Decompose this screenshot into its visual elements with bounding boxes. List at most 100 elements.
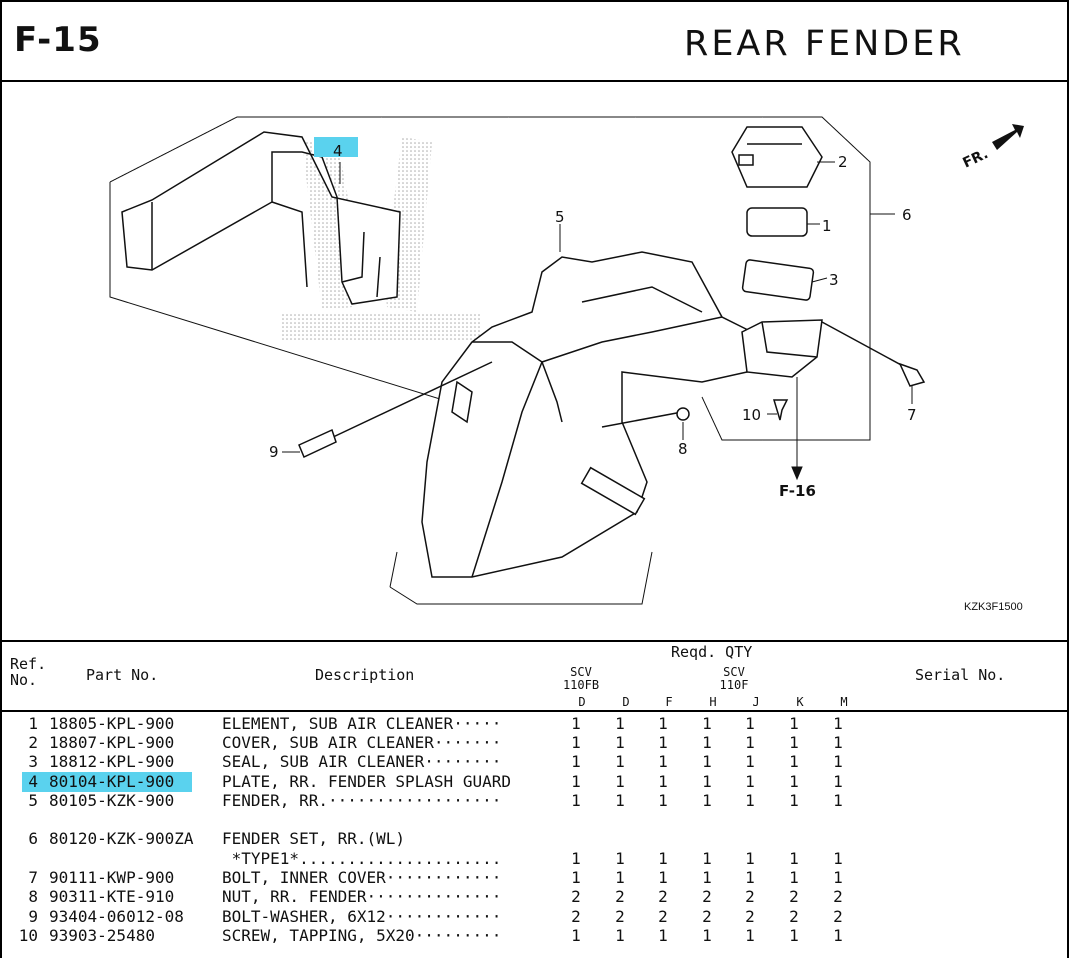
- qty-cell: 1: [789, 714, 799, 733]
- qty-cell: 2: [789, 907, 799, 926]
- callout-10: 10: [742, 406, 761, 424]
- qty-cell: 1: [571, 849, 581, 868]
- qty-cell: 1: [658, 733, 668, 752]
- header-col-h: H: [709, 695, 717, 709]
- part-no: 90311-KTE-910: [49, 887, 175, 906]
- callout-5: 5: [555, 208, 565, 226]
- qty-cell: 1: [789, 733, 799, 752]
- ref-no: 1: [28, 714, 38, 733]
- ref-no: 4: [28, 772, 38, 791]
- header-description: Description: [315, 666, 415, 684]
- table-row: 3 18812-KPL-900 SEAL, SUB AIR CLEANER·····…: [2, 752, 1067, 772]
- assembly-frame: [109, 116, 871, 441]
- description: BOLT-WASHER, 6X12············: [222, 907, 502, 926]
- description: SEAL, SUB AIR CLEANER········: [222, 752, 502, 771]
- qty-cell: 1: [789, 752, 799, 771]
- qty-cell: 1: [571, 733, 581, 752]
- qty-cell: 1: [658, 772, 668, 791]
- parts-table-header: Ref. No. Part No. Description Reqd. QTY …: [2, 642, 1067, 712]
- header-col-j: J: [752, 695, 760, 709]
- qty-cell: 1: [833, 849, 843, 868]
- description: FENDER, RR.··················: [222, 791, 502, 810]
- ref-no: 3: [28, 752, 38, 771]
- callout-4: 4: [333, 142, 343, 160]
- qty-cell: 2: [658, 907, 668, 926]
- description: COVER, SUB AIR CLEANER·······: [222, 733, 502, 752]
- qty-cell: 2: [702, 907, 712, 926]
- qty-cell: 2: [833, 907, 843, 926]
- qty-cell: 1: [615, 849, 625, 868]
- diagram-drawing: 4 5 2 1 3 6 7 10 9 8 F-16 FR. KZK3F1500: [109, 116, 1024, 613]
- qty-cell: 1: [702, 926, 712, 945]
- callout-7: 7: [907, 406, 917, 424]
- section-code: F-15: [14, 20, 102, 60]
- exploded-diagram: 4 5 2 1 3 6 7 10 9 8 F-16 FR. KZK3F1500: [2, 82, 1067, 642]
- page-reference-label: F-16: [779, 482, 816, 500]
- qty-cell: 1: [833, 714, 843, 733]
- qty-cell: 1: [789, 926, 799, 945]
- splash-guard-plate: [121, 131, 401, 305]
- qty-cell: 1: [615, 714, 625, 733]
- qty-cell: 1: [833, 772, 843, 791]
- qty-cell: 2: [615, 907, 625, 926]
- ref-no: 2: [28, 733, 38, 752]
- qty-cell: 1: [658, 752, 668, 771]
- qty-cell: 1: [702, 733, 712, 752]
- part-no: 18812-KPL-900: [49, 752, 175, 771]
- part-no: 90111-KWP-900: [49, 868, 175, 887]
- qty-cell: 1: [702, 772, 712, 791]
- callout-2: 2: [838, 153, 848, 171]
- qty-cell: 1: [658, 926, 668, 945]
- rear-fender: [421, 251, 753, 578]
- qty-cell: 1: [833, 926, 843, 945]
- qty-cell: 1: [833, 868, 843, 887]
- front-direction-arrow: [992, 124, 1024, 150]
- qty-cell: 1: [615, 752, 625, 771]
- qty-cell: 2: [571, 907, 581, 926]
- qty-cell: 1: [615, 926, 625, 945]
- qty-cell: 1: [658, 868, 668, 887]
- table-row: 1 18805-KPL-900 ELEMENT, SUB AIR CLEANER··…: [2, 714, 1067, 734]
- header-col-d2: D: [622, 695, 630, 709]
- qty-cell: 2: [615, 887, 625, 906]
- page-title: REAR FENDER: [684, 24, 965, 64]
- qty-cell: 1: [571, 926, 581, 945]
- qty-cell: 1: [571, 752, 581, 771]
- sub-air-cleaner-element: [746, 207, 808, 237]
- ref-no: 5: [28, 791, 38, 810]
- qty-cell: 1: [702, 849, 712, 868]
- callout-4-highlight: [314, 137, 358, 157]
- description: ELEMENT, SUB AIR CLEANER·····: [222, 714, 502, 733]
- qty-cell: 2: [833, 887, 843, 906]
- header-group-scv110f: SCV 110F: [719, 665, 749, 692]
- qty-cell: 2: [658, 887, 668, 906]
- description: PLATE, RR. FENDER SPLASH GUARD: [222, 772, 511, 791]
- part-no: 18805-KPL-900: [49, 714, 175, 733]
- callout-6: 6: [902, 206, 912, 224]
- qty-cell: 1: [571, 772, 581, 791]
- rear-fender-nut: [601, 407, 690, 428]
- callout-3: 3: [829, 271, 839, 289]
- ref-no: 6: [28, 829, 38, 848]
- callout-8: 8: [678, 440, 688, 458]
- header-col-m: M: [840, 695, 848, 709]
- bolt-inner-cover: [821, 321, 926, 387]
- qty-cell: 1: [745, 752, 755, 771]
- header-part-no: Part No.: [86, 666, 159, 684]
- sub-air-cleaner-housing: [741, 319, 823, 378]
- qty-cell: 2: [789, 887, 799, 906]
- description: SCREW, TAPPING, 5X20·········: [222, 926, 502, 945]
- qty-cell: 1: [571, 868, 581, 887]
- qty-cell: 1: [745, 733, 755, 752]
- qty-cell: 1: [745, 849, 755, 868]
- row-highlight: [22, 772, 192, 792]
- diagram-code: KZK3F1500: [964, 601, 1023, 613]
- qty-cell: 1: [615, 733, 625, 752]
- qty-cell: 1: [658, 791, 668, 810]
- qty-cell: 1: [702, 791, 712, 810]
